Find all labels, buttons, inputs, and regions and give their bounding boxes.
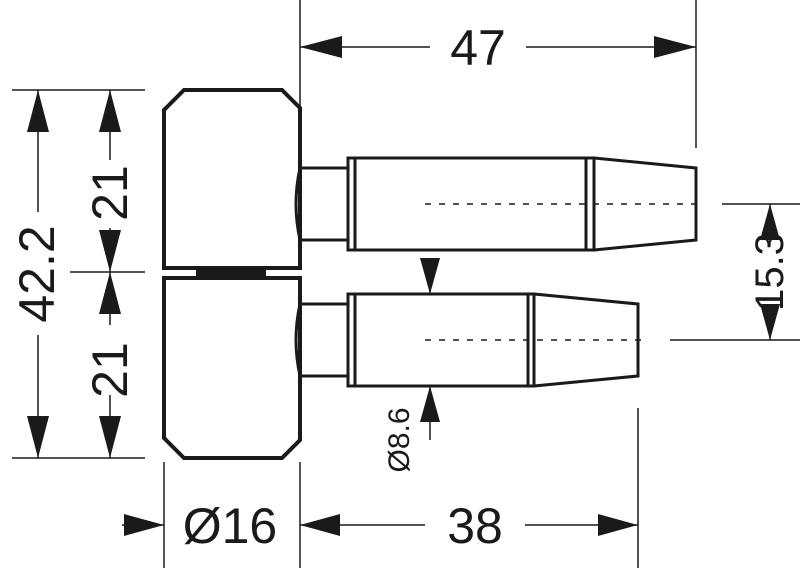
- upper-half-label: 21: [82, 165, 138, 221]
- pin-offset-label: 15.3: [748, 233, 792, 311]
- body-diameter-label: Ø16: [183, 498, 278, 554]
- upper-knuckle: [162, 88, 302, 270]
- lower-half-label: 21: [82, 342, 138, 398]
- dim-pin-diameter: Ø8.6: [383, 258, 440, 473]
- hinge-body: [162, 88, 302, 460]
- overall-length-label: 47: [450, 20, 506, 76]
- dim-upper-half: 21: [82, 90, 138, 272]
- pin-length-label: 38: [447, 498, 503, 554]
- lower-pin: [294, 292, 648, 388]
- knuckle-gap: [196, 266, 266, 279]
- extension-lines: [12, 0, 800, 568]
- dim-pin-offset: 15.3: [748, 204, 792, 340]
- dim-body-diameter: Ø16: [122, 498, 340, 554]
- pin-diameter-label: Ø8.6: [383, 407, 416, 472]
- dim-overall-length: 47: [300, 20, 696, 76]
- dim-lower-half: 21: [82, 272, 138, 458]
- dim-total-height: 42.2: [9, 90, 65, 458]
- total-height-label: 42.2: [9, 225, 65, 322]
- upper-pin: [294, 156, 700, 252]
- dim-pin-length: 38: [300, 498, 638, 554]
- lower-knuckle: [162, 276, 302, 460]
